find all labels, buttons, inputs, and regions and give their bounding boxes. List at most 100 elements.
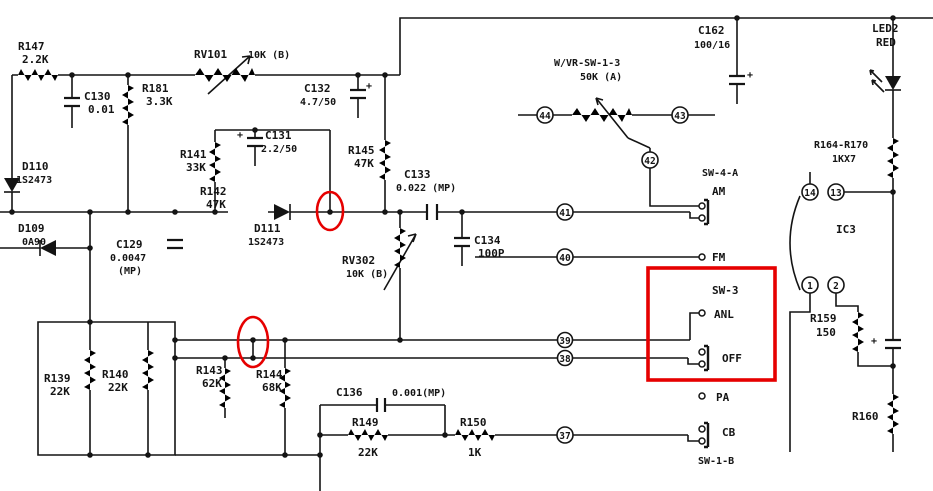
cap-right-plus: + [871,336,877,347]
pin-terminals: 44 43 42 41 40 39 38 37 14 13 1 2 [536,106,845,444]
r144-ref: R144 [256,368,283,381]
ground-icon [64,128,80,136]
sw3-label: SW-3 [712,284,739,297]
pin-13: 13 [830,188,842,199]
resistor-r181 [122,85,134,125]
c136-value: 0.001(MP) [392,388,446,399]
component-symbols [4,68,901,460]
red-annotations [236,190,777,382]
switch-anl-contact [698,309,706,317]
ground-icon [454,266,470,274]
c131-plus: + [237,130,243,141]
anl-label: ANL [714,308,734,321]
potentiometer-vr-sw [572,108,632,122]
annotation-circle-junction-2 [236,315,270,369]
rv302-ref: RV302 [342,254,375,267]
c134-value: 100P [478,247,505,260]
diode-d109 [39,240,56,256]
potentiometer-rv302 [394,228,406,268]
junction-dots [9,15,896,458]
r149-ref: R149 [352,416,379,429]
vr-sw-ref: W/VR-SW-1-3 [554,58,620,69]
capacitor-c130 [64,96,80,108]
r149-value: 22K [358,446,378,459]
r143-value: 62K [202,377,222,390]
pin-44: 44 [539,111,551,122]
capacitor-c136 [375,398,387,412]
c129-ref: C129 [116,238,143,251]
resistor-r150 [455,429,495,441]
switch-pa-contact [698,392,706,400]
capacitor-c134 [454,236,470,248]
r181-value: 3.3K [146,95,173,108]
labels: R147 2.2K C130 0.01 R181 3.3K RV101 10K … [16,22,899,467]
r140-ref: R140 [102,368,129,381]
resistor-r147 [18,69,58,81]
rv302-value: 10K (B) [346,269,388,280]
pin-42: 42 [644,156,655,167]
diode-d110 [4,178,20,193]
capacitor-c132 [350,88,366,100]
d110-ref: D110 [22,160,49,173]
c130-value: 0.01 [88,103,115,116]
d111-ref: D111 [254,222,281,235]
c131-ref: C131 [265,129,292,142]
c162-plus: + [747,70,753,81]
r164-r170-ref: R164-R170 [814,140,868,151]
switch-fm-contact [698,253,706,261]
r145-ref: R145 [348,144,375,157]
r139-value: 22K [50,385,70,398]
connector-brace [789,195,801,291]
resistor-r145 [379,140,391,180]
r143-ref: R143 [196,364,223,377]
pin-40: 40 [559,253,571,264]
r160-ref: R160 [852,410,879,423]
r141-value: 33K [186,161,206,174]
c132-ref: C132 [304,82,331,95]
led-value: RED [876,36,896,49]
pin-43: 43 [674,111,686,122]
vr-sw-value: 50K (A) [580,72,622,83]
wires [0,17,933,491]
ground-icon [510,117,526,125]
pin-2: 2 [833,281,839,292]
pin-37: 37 [559,431,570,442]
c162-value: 100/16 [694,40,730,51]
c133-value: 0.022 (MP) [396,183,456,194]
r181-ref: R181 [142,82,169,95]
annotation-rect-sw3 [646,266,777,382]
r150-value: 1K [468,446,482,459]
fm-label: FM [712,251,726,264]
c162-ref: C162 [698,24,725,37]
switch-sw4a-am-contact [698,198,710,226]
led-ref: LED2 [872,22,899,35]
ground-icon [350,118,366,126]
annotation-circle-junction-1 [315,190,345,232]
sw4a-label: SW-4-A [702,168,738,179]
potentiometer-rv101 [195,68,255,82]
resistor-r140 [142,350,154,390]
r141-ref: R141 [180,148,207,161]
switch-cb-contact [698,421,710,449]
diode-d111 [274,204,291,220]
switch-sw3-off-contact [698,344,710,372]
c134-ref: C134 [474,234,501,247]
r139-ref: R139 [44,372,71,385]
r147-value: 2.2K [22,53,49,66]
pin-1: 1 [807,281,813,292]
ground-icon [729,104,745,112]
c130-ref: C130 [84,90,111,103]
c136-ref: C136 [336,386,363,399]
am-label: AM [712,185,726,198]
r147-ref: R147 [18,40,45,53]
resistor-r159 [852,312,864,352]
resistor-r164-r170 [887,138,899,178]
d109-value: 0A90 [22,237,46,248]
capacitor-c162 [729,74,745,86]
ground-icon [217,418,233,426]
c132-plus: + [366,81,372,92]
d110-value: 1S2473 [16,175,52,186]
resistor-r141 [209,142,221,182]
ic3-ref: IC3 [836,223,856,236]
